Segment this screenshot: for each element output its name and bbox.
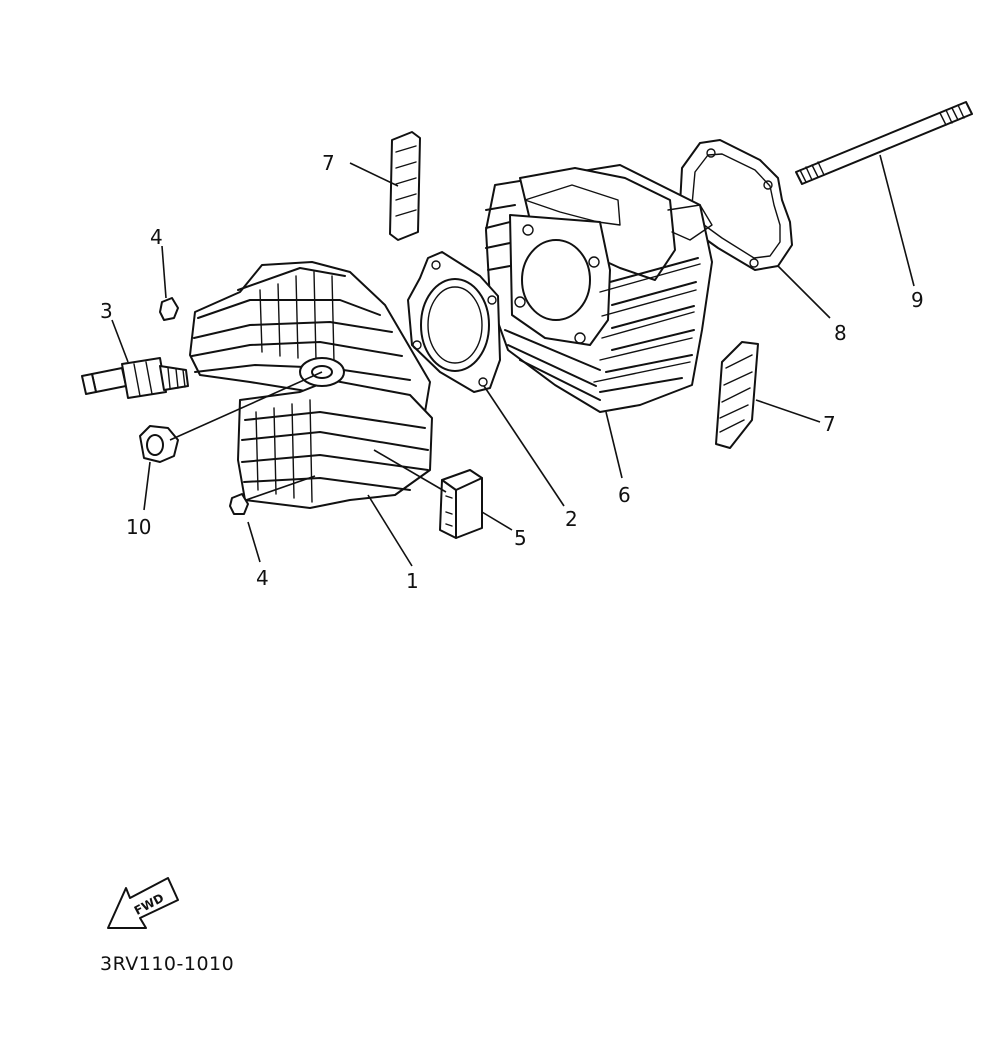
part-1-cylinder-head [189,261,433,509]
part-7-damper-strip-right [715,341,759,449]
part-6-cylinder [485,164,713,413]
callout-4-top: 4 [150,225,163,249]
callout-10: 10 [126,515,151,539]
part-7-damper-strip-top [389,131,421,241]
callout-7-top: 7 [322,151,335,175]
callout-6: 6 [618,483,631,507]
callout-4-bottom: 4 [256,566,269,590]
callout-9: 9 [911,288,924,312]
part-4-dowel-pin-top [159,297,179,321]
leader-lines [111,154,915,567]
part-5-damper [439,469,483,539]
callout-5: 5 [514,526,527,550]
part-9-stud-bolt [795,101,973,185]
forward-direction-arrow-icon: FWD [107,877,179,929]
part-2-head-gasket [407,251,501,393]
callout-1: 1 [406,569,419,593]
part-3-spark-plug [81,357,189,399]
callout-3: 3 [100,299,113,323]
part-10-nut [139,425,179,463]
callout-7-right: 7 [823,412,836,436]
callout-2: 2 [565,507,578,531]
callout-8: 8 [834,321,847,345]
diagram-part-code: 3RV110-1010 [100,953,234,975]
callout-labels: 7 4 3 10 4 1 5 2 6 7 8 9 [100,151,924,593]
part-4-dowel-pin-bottom [229,493,249,515]
